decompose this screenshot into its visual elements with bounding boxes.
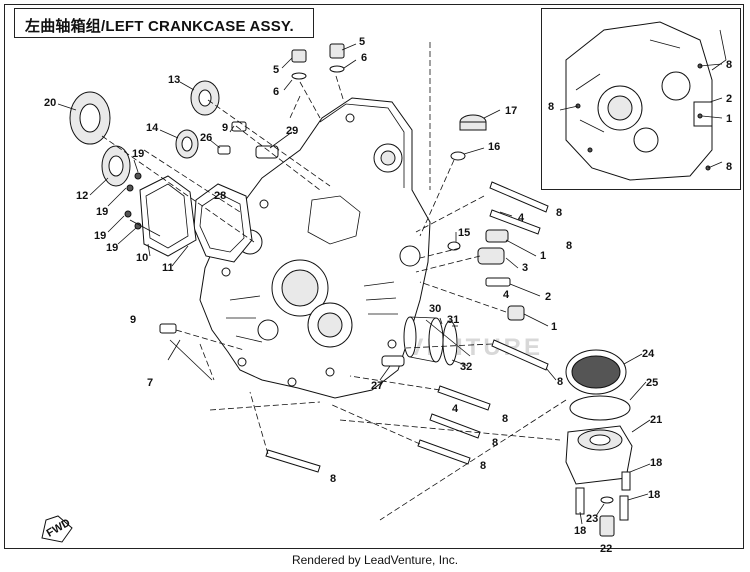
diagram-frame: [4, 4, 744, 549]
inset-label-8-c: 8: [726, 161, 732, 173]
callout-14: 14: [146, 122, 159, 134]
bolt-1-lower: [507, 305, 525, 321]
callout-18-upper: 18: [650, 457, 662, 469]
callout-8-g: 8: [330, 473, 336, 485]
bearing-20: [69, 91, 111, 145]
callout-29: 29: [286, 125, 298, 137]
callout-1-a: 1: [540, 250, 546, 262]
inset-label-8-a: 8: [548, 101, 554, 113]
callout-1-b: 1: [551, 321, 557, 333]
callout-25: 25: [646, 377, 658, 389]
callout-32: 32: [460, 361, 472, 373]
callout-6-right: 6: [361, 52, 367, 64]
callout-18-right: 18: [648, 489, 660, 501]
callout-9-upper: 9: [222, 122, 228, 134]
callout-brackets: [129, 219, 471, 381]
callout-labels: 20 13 14 26 9 29 12 19 19 19 19 28 10 11…: [44, 36, 732, 555]
o-ring-25: [569, 395, 631, 421]
bolts-8-right: [265, 181, 549, 473]
callout-4-a: 4: [518, 212, 525, 224]
filter-housing-21: [565, 425, 633, 485]
callout-10: 10: [136, 252, 148, 264]
callout-26: 26: [200, 132, 212, 144]
sleeve-2: [485, 277, 511, 287]
bolt-18-left: [575, 487, 585, 515]
callout-8-a: 8: [556, 207, 562, 219]
sensor-3: [477, 247, 505, 265]
inset-label-8-b: 8: [726, 59, 732, 71]
left-crankcase: [199, 97, 431, 399]
inset-label-2: 2: [726, 93, 732, 105]
dowel-9-lower: [159, 323, 177, 334]
callout-7: 7: [147, 377, 153, 389]
bolt-18-upper: [621, 471, 631, 491]
callout-5-right: 5: [359, 36, 365, 48]
inset-drawing: 8 8 2 1 8: [548, 21, 732, 181]
callout-21: 21: [650, 414, 662, 426]
seals-30-31-32: [403, 316, 458, 366]
footer-credit: Rendered by LeadVenture, Inc.: [291, 553, 459, 567]
fwd-arrow-icon: FWD: [41, 515, 73, 543]
bearing-14: [175, 129, 199, 159]
callout-28: 28: [214, 190, 226, 202]
washer-23: [600, 496, 614, 504]
breather-plate: [139, 175, 197, 257]
callout-19-b: 19: [96, 206, 108, 218]
callout-15: 15: [458, 227, 470, 239]
bearing-13: [190, 80, 220, 116]
callout-8-f: 8: [480, 460, 486, 472]
bolts-19: [124, 172, 142, 230]
plug-5-left: [291, 49, 307, 80]
callout-27: 27: [371, 380, 383, 392]
callout-13: 13: [168, 74, 180, 86]
callout-8-e: 8: [492, 437, 498, 449]
callout-19-c: 19: [94, 230, 106, 242]
callout-17: 17: [505, 105, 517, 117]
plug-5-right: [329, 43, 345, 73]
callout-12: 12: [76, 190, 88, 202]
bolt-18-right: [619, 495, 629, 521]
page-title: 左曲轴箱组/LEFT CRANKCASE ASSY.: [25, 18, 294, 35]
dowel-27: [381, 355, 405, 367]
callout-4-c: 4: [452, 403, 459, 415]
callout-20: 20: [44, 97, 56, 109]
callout-3: 3: [522, 262, 528, 274]
callout-8-b: 8: [566, 240, 572, 252]
cover-gasket: [193, 183, 253, 263]
callout-9-lower: 9: [130, 314, 136, 326]
sleeve-29: [255, 145, 279, 159]
callout-31: 31: [447, 314, 459, 326]
bolt-1-upper: [485, 229, 509, 243]
bearing-12: [101, 145, 131, 187]
callout-4-b: 4: [503, 289, 510, 301]
plug-22: [599, 515, 615, 537]
callout-24: 24: [642, 348, 655, 360]
title-box: 左曲轴箱组/LEFT CRANKCASE ASSY.: [14, 8, 314, 38]
leader-lines: [57, 43, 651, 525]
filter-screen-24: [565, 349, 627, 395]
callout-19-d: 19: [106, 242, 118, 254]
callout-2: 2: [545, 291, 551, 303]
callout-18-left: 18: [574, 525, 586, 537]
filler-cap-17: [450, 114, 487, 161]
inset-label-1: 1: [726, 113, 732, 125]
callout-23: 23: [586, 513, 598, 525]
callout-11: 11: [162, 262, 174, 274]
dowel-26: [217, 145, 231, 155]
reference-lines: [101, 42, 567, 521]
callout-8-c: 8: [557, 376, 563, 388]
callout-5-left: 5: [273, 64, 279, 76]
callout-19-a: 19: [132, 148, 144, 160]
seal-15: [447, 241, 461, 251]
callout-8-d: 8: [502, 413, 508, 425]
callout-30: 30: [429, 303, 441, 315]
callout-16: 16: [488, 141, 500, 153]
callout-6-left: 6: [273, 86, 279, 98]
callout-22: 22: [600, 543, 612, 555]
